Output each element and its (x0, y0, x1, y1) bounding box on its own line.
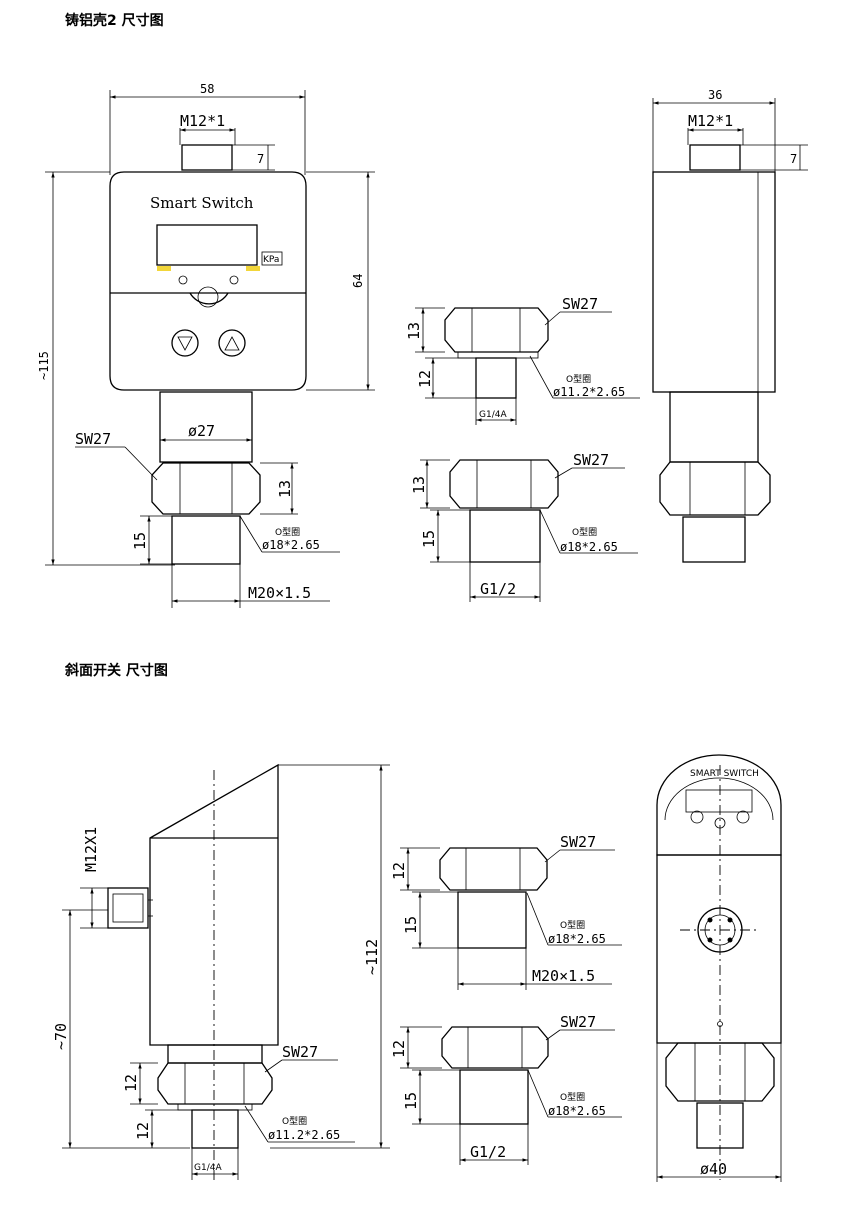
section2-title: 斜面开关 尺寸图 (65, 663, 168, 679)
fd-thread-h: 15 (402, 1092, 420, 1110)
s1-fitting-b: 13 SW27 15 O型圈 ø18*2.65 G1/2 (410, 451, 638, 602)
fc-hex-h: 12 (390, 862, 408, 880)
fa-oring-label: O型圈 (566, 374, 591, 385)
s2-hex-label: SW27 (282, 1043, 318, 1061)
s2-thread-label: G1/4A (194, 1163, 222, 1173)
fb-thread-label: G1/2 (480, 580, 516, 598)
s1-hex-label: SW27 (75, 430, 111, 448)
fb-hex-h: 13 (410, 476, 428, 494)
s2-main-view: ~112 M12X1 ~70 12 SW27 12 O型圈 ø1 (52, 763, 390, 1180)
fc-thread-h: 15 (402, 916, 420, 934)
s1-hex-h: 13 (276, 480, 294, 498)
fa-oring: ø11.2*2.65 (553, 385, 625, 399)
s1-thread-h: 15 (131, 532, 149, 550)
s1-side-view: 36 M12*1 7 (652, 88, 808, 563)
fd-hex-h: 12 (390, 1040, 408, 1058)
s2-main-height: ~112 (363, 939, 381, 975)
s1-thread-label: M20×1.5 (248, 584, 311, 602)
fd-oring-label: O型圈 (560, 1092, 585, 1103)
s2-front-view: SMART SWITCH ø40 (656, 754, 782, 1182)
fa-thread-h: 12 (416, 370, 434, 388)
s1-width-dim: 58 (200, 82, 214, 96)
section1-title: 铸铝壳2 尺寸图 (65, 13, 164, 29)
s1-panel-text: Smart Switch (150, 194, 254, 212)
s2-diameter: ø40 (700, 1160, 727, 1178)
s2-connector-label: M12X1 (82, 827, 100, 872)
s1-oring: ø18*2.65 (262, 538, 320, 552)
s1-body-h: 64 (351, 274, 365, 288)
s2-fitting-c: 12 SW27 15 O型圈 ø18*2.65 M20×1.5 (390, 833, 622, 990)
s2-width-dim: 36 (708, 88, 722, 102)
side-connector-h: 7 (790, 152, 797, 166)
fb-hex-label: SW27 (573, 451, 609, 469)
s1-connector-h: 7 (257, 152, 264, 166)
s1-neck-dia: ø27 (188, 422, 215, 440)
s2-hex-h: 12 (122, 1074, 140, 1092)
s2-oring-label: O型圈 (282, 1116, 307, 1127)
fb-oring: ø18*2.65 (560, 540, 618, 554)
side-connector-label: M12*1 (688, 112, 733, 130)
fc-hex-label: SW27 (560, 833, 596, 851)
s2-oring: ø11.2*2.65 (268, 1128, 340, 1142)
fd-thread-label: G1/2 (470, 1143, 506, 1161)
fa-hex-h: 13 (405, 322, 423, 340)
s2-fitting-d: 12 SW27 15 O型圈 ø18*2.65 G1/2 (390, 1013, 622, 1165)
fb-oring-label: O型圈 (572, 527, 597, 538)
s1-connector-label: M12*1 (180, 112, 225, 130)
fc-oring-label: O型圈 (560, 920, 585, 931)
fa-thread-label: G1/4A (479, 410, 507, 420)
s1-front-view: 58 M12*1 7 Smart Switch KPa ~115 (37, 82, 375, 608)
s2-panel-text: SMART SWITCH (690, 769, 759, 779)
s1-oring-label: O型圈 (275, 527, 300, 538)
fc-oring: ø18*2.65 (548, 932, 606, 946)
s1-fitting-a: 13 SW27 12 O型圈 ø11.2*2.65 G1/4A (405, 295, 640, 425)
fd-oring: ø18*2.65 (548, 1104, 606, 1118)
fb-thread-h: 15 (420, 530, 438, 548)
fc-thread-label: M20×1.5 (532, 967, 595, 985)
s2-thread-h: 12 (134, 1122, 152, 1140)
s2-conn-h: ~70 (52, 1023, 70, 1050)
s1-unit-text: KPa (263, 255, 279, 265)
fa-hex-label: SW27 (562, 295, 598, 313)
fd-hex-label: SW27 (560, 1013, 596, 1031)
s1-total-h: ~115 (37, 351, 51, 380)
